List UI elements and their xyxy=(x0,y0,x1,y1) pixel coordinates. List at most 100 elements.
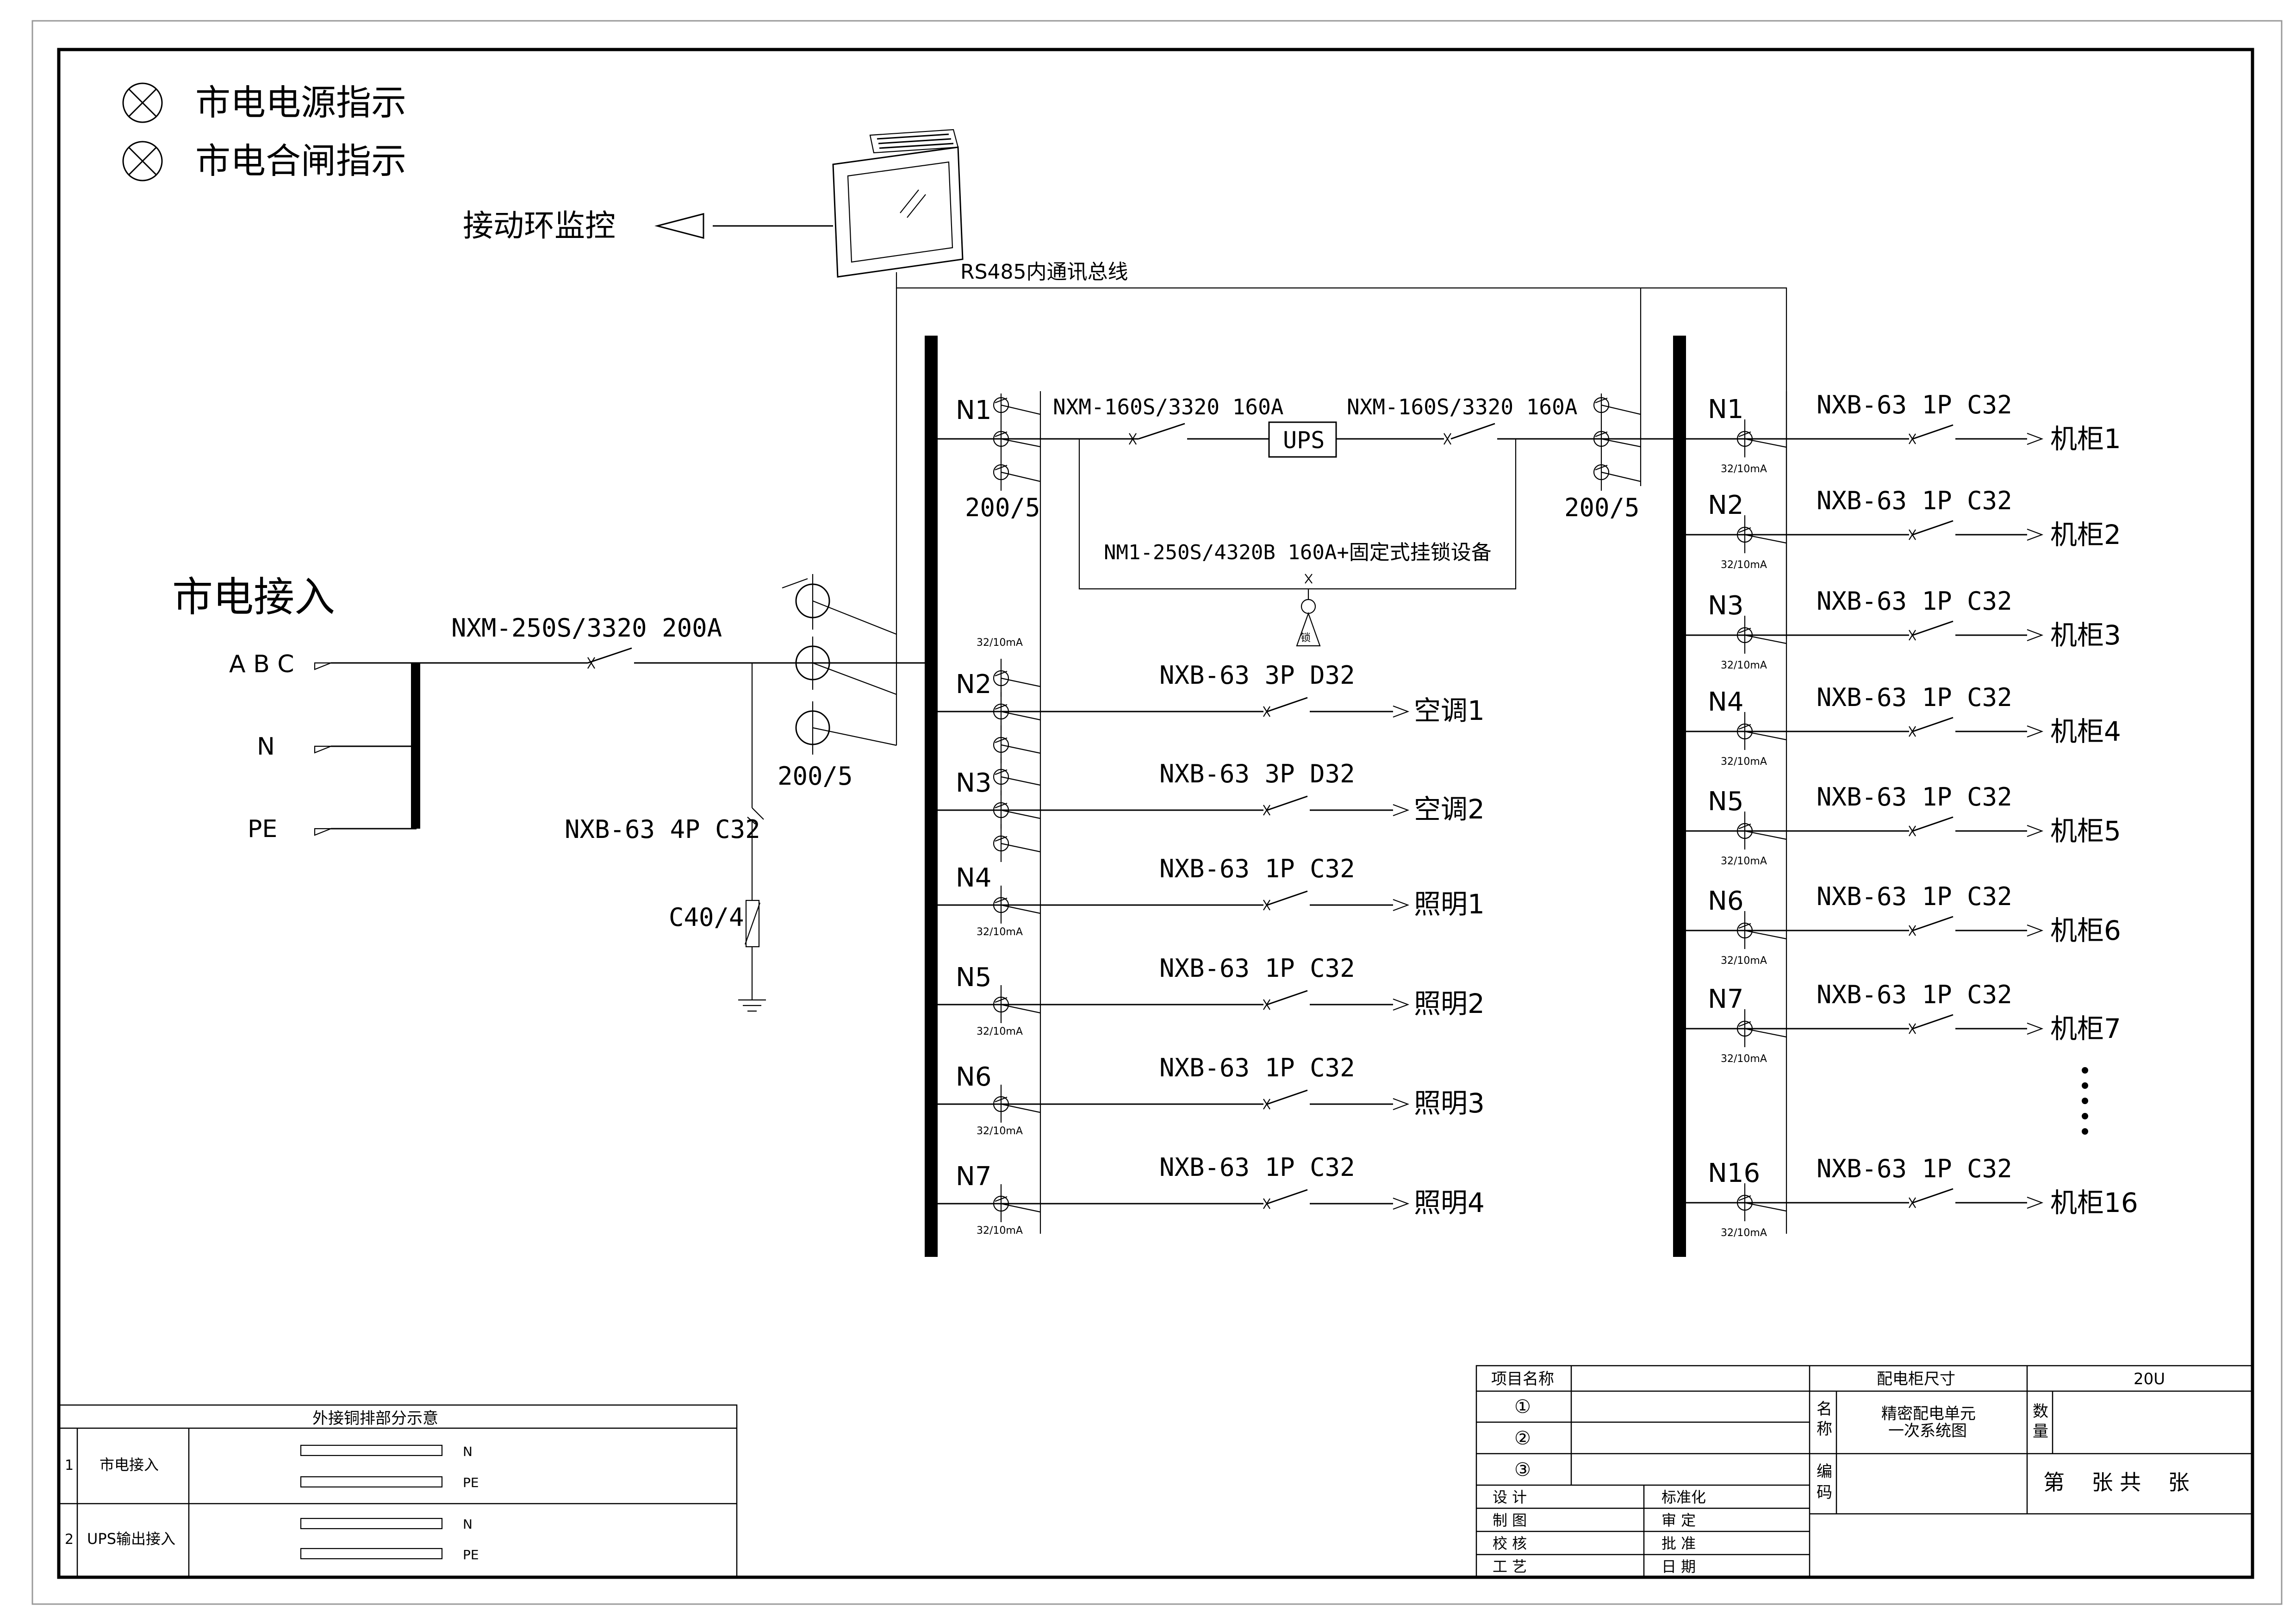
phase-pe: PE xyxy=(248,815,277,843)
tb-project-label: 项目名称 xyxy=(1491,1370,1554,1388)
left-circuit-id: N6 xyxy=(956,1062,992,1092)
right-circuit-id: N16 xyxy=(1708,1158,1760,1188)
input-ct-label: 200/5 xyxy=(778,762,853,791)
right-breaker-label: NXB-63 1P C32 xyxy=(1817,980,2012,1009)
right-rcd-rating: 32/10mA xyxy=(1721,660,1767,671)
copper-row1-name: 市电接入 xyxy=(100,1456,159,1474)
input-ct-group xyxy=(782,574,897,755)
tb-role-design: 设 计 xyxy=(1493,1488,1527,1506)
tb-qty-label-1: 数 xyxy=(2033,1402,2048,1421)
tb-name-label-1: 名 xyxy=(1817,1400,1832,1418)
left-load-label: 照明4 xyxy=(1414,1187,1485,1218)
right-rcd-rating: 32/10mA xyxy=(1721,756,1767,768)
continuation-dots xyxy=(2082,1067,2088,1135)
bypass-line xyxy=(1078,439,1517,590)
right-rcd-rating: 32/10mA xyxy=(1721,463,1767,475)
right-ct-group xyxy=(1593,394,1641,491)
left-breaker-label: NXB-63 3P D32 xyxy=(1159,759,1355,788)
left-load-label: 照明1 xyxy=(1414,888,1485,920)
tb-role-date: 日 期 xyxy=(1661,1558,1696,1575)
left-load-label: 空调2 xyxy=(1414,793,1485,825)
copper-row2-bar1: N xyxy=(463,1517,473,1532)
left-circuit-id: N4 xyxy=(956,863,992,893)
inner-frame xyxy=(57,48,2254,1579)
spd-breaker-label: NXB-63 4P C32 xyxy=(565,815,760,844)
tb-role-process: 工 艺 xyxy=(1493,1558,1527,1575)
tb-role-draw: 制 图 xyxy=(1493,1512,1527,1529)
tb-role-review: 审 定 xyxy=(1661,1512,1696,1529)
right-breaker-label: NXB-63 1P C32 xyxy=(1817,587,2012,616)
left-breaker-label: NXB-63 3P D32 xyxy=(1159,661,1355,690)
right-load-label: 机柜2 xyxy=(2050,519,2121,550)
monitor-screen-icon xyxy=(832,129,964,278)
ups-out-breaker-label: NXM-160S/3320 160A xyxy=(1347,394,1578,419)
monitor-arrow-icon xyxy=(654,213,704,239)
tb-role-check: 校 核 xyxy=(1493,1535,1527,1552)
bypass-breaker-label: NM1-250S/4320B 160A+固定式挂锁设备 xyxy=(1104,541,1492,564)
copper-row1-bar2: PE xyxy=(463,1475,479,1490)
left-breaker-label: NXB-63 1P C32 xyxy=(1159,1153,1355,1182)
ups-label: UPS xyxy=(1283,427,1325,454)
right-rcd-rating: 32/10mA xyxy=(1721,1227,1767,1239)
left-rcd-rating: 32/10mA xyxy=(977,1125,1023,1137)
input-title: 市电接入 xyxy=(172,573,335,621)
right-rcd-rating: 32/10mA xyxy=(1721,955,1767,967)
right-rcd-rating: 32/10mA xyxy=(1721,856,1767,867)
right-load-label: 机柜5 xyxy=(2050,815,2121,847)
title-block: 项目名称 配电柜尺寸 20U ① ② ③ 名 称 精密配电单元 一次系统图 数 … xyxy=(1475,1365,2253,1578)
tb-role-approve: 批 准 xyxy=(1661,1535,1696,1552)
right-breaker-label: NXB-63 1P C32 xyxy=(1817,782,2012,812)
right-load-label: 机柜4 xyxy=(2050,716,2121,747)
tb-role-standard: 标准化 xyxy=(1661,1488,1706,1506)
tb-cab-size-label: 配电柜尺寸 xyxy=(1877,1370,1955,1388)
left-circuit-id: N7 xyxy=(956,1162,992,1192)
left-n2-rcd-rating: 32/10mA xyxy=(977,637,1023,649)
copper-row2-name: UPS输出接入 xyxy=(87,1530,175,1548)
lock-label: 锁 xyxy=(1300,632,1311,644)
left-busbar xyxy=(925,336,938,1257)
left-breaker-label: NXB-63 1P C32 xyxy=(1159,954,1355,983)
right-breaker-label: NXB-63 1P C32 xyxy=(1817,1154,2012,1183)
copper-row1-bar1: N xyxy=(463,1444,473,1459)
tb-name-label-2: 称 xyxy=(1817,1420,1832,1438)
left-rcd-rating: 32/10mA xyxy=(977,926,1023,938)
tb-sheet: 第 张 共 张 xyxy=(2043,1470,2190,1495)
right-breaker-label: NXB-63 1P C32 xyxy=(1817,390,2012,419)
tb-circle-3: ③ xyxy=(1514,1459,1531,1480)
bus-label: RS485内通讯总线 xyxy=(960,260,1128,284)
ups-in-breaker-label: NXM-160S/3320 160A xyxy=(1053,394,1284,419)
left-rcd-rating: 32/10mA xyxy=(977,1225,1023,1237)
right-load-label: 机柜7 xyxy=(2050,1013,2121,1044)
ground-icon xyxy=(738,999,766,1012)
right-circuit-id: N1 xyxy=(1708,394,1744,425)
right-circuit-id: N4 xyxy=(1708,687,1744,717)
right-rcd-rating: 32/10mA xyxy=(1721,559,1767,571)
copper-table-title: 外接铜排部分示意 xyxy=(312,1409,438,1428)
tb-qty-label-2: 量 xyxy=(2033,1422,2048,1441)
left-load-label: 照明3 xyxy=(1414,1087,1485,1119)
copper-bar-table: 外接铜排部分示意 1 市电接入 N PE 2 UPS输出接入 N PE xyxy=(58,1404,738,1578)
left-n1-label: N1 xyxy=(956,395,992,425)
tb-code-label-1: 编 xyxy=(1817,1462,1832,1481)
tb-cab-size-value: 20U xyxy=(2134,1370,2165,1388)
right-breaker-label: NXB-63 1P C32 xyxy=(1817,486,2012,515)
padlock-icon: 锁 xyxy=(1296,574,1321,647)
tb-circle-1: ① xyxy=(1514,1396,1531,1418)
spd-label: C40/4 xyxy=(669,903,744,932)
monitor-label: 接动环监控 xyxy=(463,208,616,244)
left-rcd-rating: 32/10mA xyxy=(977,1026,1023,1037)
left-load-label: 空调1 xyxy=(1414,695,1485,726)
right-load-label: 机柜1 xyxy=(2050,423,2121,455)
right-breaker-label: NXB-63 1P C32 xyxy=(1817,683,2012,712)
ups-ct-left-label: 200/5 xyxy=(965,493,1040,522)
right-breaker-label: NXB-63 1P C32 xyxy=(1817,882,2012,911)
power-indicator: 市电电源指示 xyxy=(122,82,406,123)
right-circuit-id: N2 xyxy=(1708,490,1744,520)
right-load-label: 机柜3 xyxy=(2050,619,2121,651)
right-load-label: 机柜16 xyxy=(2050,1187,2138,1218)
phase-n: N xyxy=(257,733,275,761)
left-n1-rcd xyxy=(993,394,1041,491)
